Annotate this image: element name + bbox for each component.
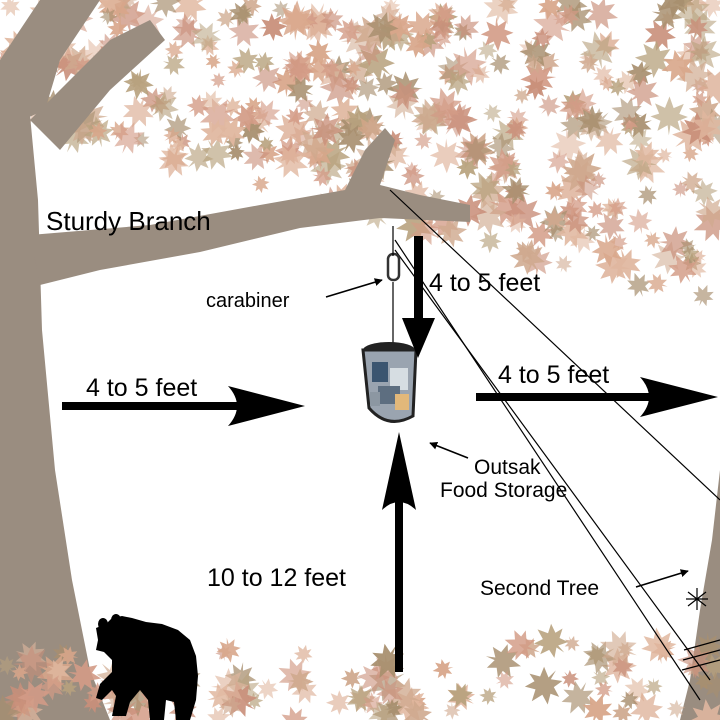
sturdy-branch-shape	[30, 128, 470, 285]
leaf-icon	[634, 181, 662, 210]
upper-limb	[0, 0, 100, 130]
leaf-icon	[0, 0, 25, 21]
leaf-icon	[478, 686, 499, 707]
carabiner-icon	[386, 226, 401, 282]
leaf-icon	[479, 99, 506, 127]
leaf-icon	[689, 280, 718, 310]
leaf-icon	[561, 633, 583, 655]
carabiner-label: carabiner	[206, 290, 290, 312]
bear-silhouette-icon	[96, 614, 198, 720]
leaf-icon	[214, 635, 243, 665]
pointer-arrows	[325, 278, 689, 588]
leaf-icon	[576, 27, 621, 73]
leaf-icon	[516, 658, 571, 713]
drop-arrow-shaft	[414, 236, 423, 326]
leaf-icon	[644, 677, 663, 697]
leaf-icon	[277, 702, 312, 720]
left-clearance-label: 4 to 5 feet	[86, 374, 198, 402]
left-arrow-shaft	[62, 402, 242, 410]
right-clearance-label: 4 to 5 feet	[498, 361, 610, 389]
drop-height-label: 4 to 5 feet	[429, 269, 541, 297]
leaf-icon	[340, 667, 363, 690]
food-bag-icon	[361, 342, 418, 423]
leaf-icon	[638, 624, 680, 667]
hanging-ropes	[389, 189, 720, 701]
sturdy-branch-label: Sturdy Branch	[46, 206, 211, 236]
right-arrow-shaft	[476, 393, 656, 401]
leaf-icon	[430, 657, 456, 681]
leaf-icon	[429, 138, 464, 174]
leaf-icon	[513, 87, 531, 105]
product-desc-label: Food Storage	[440, 479, 568, 502]
height-arrow-shaft	[395, 490, 403, 672]
rope-knot-icon	[681, 588, 720, 671]
leaf-icon	[209, 71, 227, 89]
leaf-icon	[248, 171, 274, 197]
measurement-arrows	[62, 236, 718, 672]
leaf-icon	[325, 690, 352, 716]
leaf-icon	[552, 252, 576, 276]
second-tree-label: Second Tree	[480, 577, 600, 600]
leaf-icon	[625, 206, 655, 237]
left-arrow-head	[228, 386, 305, 426]
right-arrow-head	[640, 377, 718, 417]
height-arrow-head	[382, 432, 416, 510]
upper-right-limb	[30, 20, 165, 150]
product-name-label: Outsak	[474, 456, 541, 479]
ground-height-label: 10 to 12 feet	[207, 564, 347, 592]
main-tree-trunk	[0, 115, 110, 720]
leaf-icon	[257, 12, 289, 43]
leaf-icon	[448, 9, 485, 45]
drop-arrow-head	[402, 318, 435, 358]
leaf-icon	[580, 0, 623, 35]
leaf-icon	[533, 89, 566, 122]
